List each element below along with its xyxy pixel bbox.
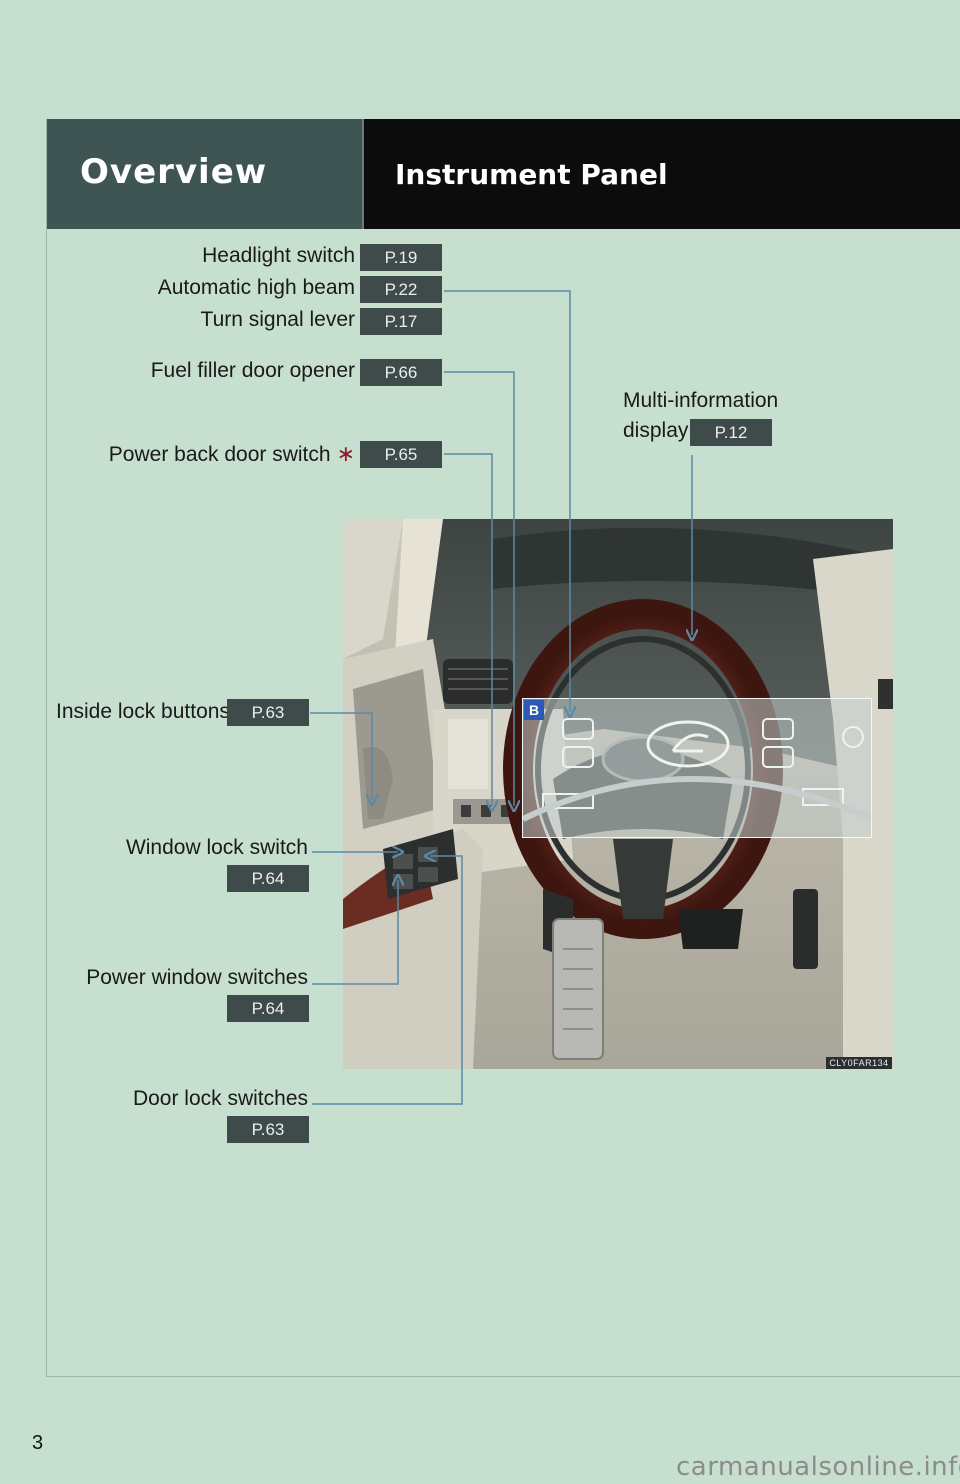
window-lock-page[interactable]: P.64 (227, 865, 309, 892)
power-back-door-text: Power back door switch (108, 443, 331, 466)
auto-high-beam-page[interactable]: P.22 (360, 276, 442, 303)
power-back-door-label: Power back door switch∗ (109, 441, 355, 467)
door-lock-label: Door lock switches (132, 1087, 308, 1110)
auto-high-beam-label: Automatic high beam (157, 276, 355, 299)
inside-lock-page[interactable]: P.63 (227, 699, 309, 726)
section-header (47, 119, 362, 229)
image-code: CLY0FAR134 (826, 1057, 892, 1069)
power-back-door-page[interactable]: P.65 (360, 441, 442, 468)
window-lock-label: Window lock switch (125, 836, 308, 859)
headlight-switch-page[interactable]: P.19 (360, 244, 442, 271)
page-number: 3 (32, 1432, 44, 1454)
section-title: Overview (80, 152, 268, 192)
multi-info-page[interactable]: P.12 (690, 419, 772, 446)
inside-lock-label: Inside lock buttons (56, 700, 230, 723)
content-frame (46, 119, 960, 1377)
fuel-filler-label: Fuel filler door opener (150, 359, 355, 382)
option-asterisk-icon: ∗ (336, 441, 355, 466)
power-window-label: Power window switches (86, 966, 308, 989)
fuel-filler-page[interactable]: P.66 (360, 359, 442, 386)
steering-wheel-switches-illustration (523, 718, 871, 822)
multi-info-label-line1: Multi-information (623, 389, 779, 412)
door-lock-page[interactable]: P.63 (227, 1116, 309, 1143)
turn-signal-label: Turn signal lever (200, 308, 355, 331)
steering-switch-inset (522, 698, 872, 838)
inset-b-tag: B (524, 700, 544, 720)
page-title: Instrument Panel (395, 158, 668, 191)
multi-info-label-line2: display (623, 419, 689, 442)
headlight-switch-label: Headlight switch (202, 244, 355, 267)
power-window-page[interactable]: P.64 (227, 995, 309, 1022)
turn-signal-page[interactable]: P.17 (360, 308, 442, 335)
watermark: carmanualsonline.info (676, 1452, 960, 1482)
title-header (362, 119, 960, 229)
